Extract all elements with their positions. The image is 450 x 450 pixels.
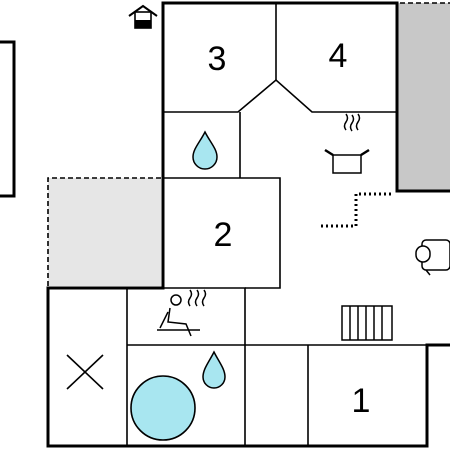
water-drop-icon bbox=[202, 350, 226, 389]
entrance-icon bbox=[128, 4, 158, 29]
covered-area bbox=[397, 3, 450, 191]
whirlpool-tub-icon bbox=[130, 375, 196, 441]
interior-walls bbox=[126, 3, 427, 446]
storage-x-icon bbox=[66, 354, 104, 390]
terrace-dashed-outline bbox=[47, 177, 161, 286]
room-2-label: 2 bbox=[214, 216, 233, 254]
kitchen-pot-icon bbox=[324, 113, 370, 174]
sofa-icon bbox=[415, 239, 450, 276]
sauna-icon bbox=[157, 289, 207, 337]
room-1-label: 1 bbox=[352, 382, 371, 420]
radiator-icon bbox=[341, 305, 393, 341]
room-3-label: 3 bbox=[208, 40, 227, 78]
terrace-area bbox=[48, 178, 161, 286]
kitchen-counter bbox=[318, 192, 391, 228]
room-4-label: 4 bbox=[329, 37, 348, 75]
water-drop-icon bbox=[192, 130, 218, 170]
